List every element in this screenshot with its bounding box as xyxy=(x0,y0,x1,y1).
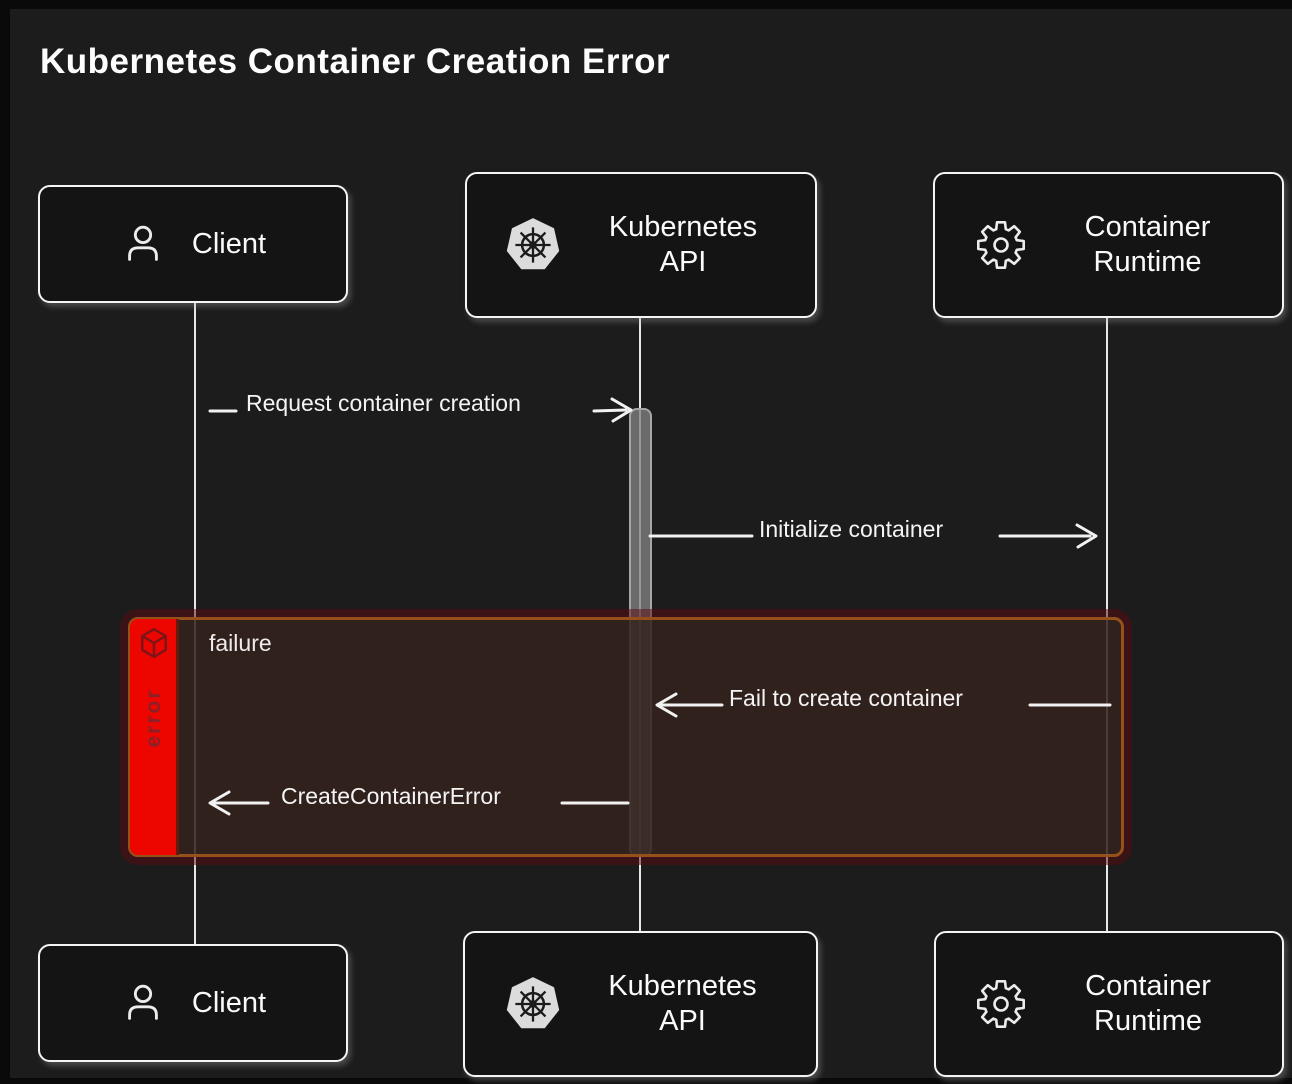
cube-icon xyxy=(141,627,167,659)
message-label-fail-to-create-container: Fail to create container xyxy=(729,685,963,711)
actor-label: Container Runtime xyxy=(1084,211,1211,278)
message-label-request-container-creation: Request container creation xyxy=(246,390,521,416)
kubernetes-icon xyxy=(506,218,560,270)
message-arrow-initialize-container xyxy=(648,523,1098,549)
message-arrow-createcontainererror xyxy=(208,790,630,816)
message-arrow-fail-to-create-container xyxy=(655,692,1112,718)
actor-box-container-runtime-bottom: Container Runtime xyxy=(934,931,1284,1077)
message-arrow-request-container-creation xyxy=(208,397,633,423)
actor-label: Client xyxy=(191,227,267,260)
kubernetes-icon xyxy=(506,977,559,1029)
actor-box-client-top: Client xyxy=(38,185,348,303)
error-region-title: failure xyxy=(209,630,272,656)
actor-box-client-bottom: Client xyxy=(38,944,348,1062)
actor-label: Container Runtime xyxy=(1085,970,1211,1037)
error-region: error failure xyxy=(128,617,1124,857)
person-icon xyxy=(128,225,158,261)
page-title: Kubernetes Container Creation Error xyxy=(40,42,671,81)
gear-icon xyxy=(976,221,1025,269)
actor-label: Client xyxy=(191,986,267,1019)
actor-box-kubernetes-api-bottom: Kubernetes API xyxy=(463,931,818,1077)
gear-icon xyxy=(977,980,1025,1028)
actor-label: Kubernetes API xyxy=(608,211,758,278)
message-label-createcontainererror: CreateContainerError xyxy=(281,783,501,809)
person-icon xyxy=(128,984,158,1020)
message-label-initialize-container: Initialize container xyxy=(759,516,944,542)
error-region-bar: error xyxy=(130,619,179,855)
actor-box-container-runtime-top: Container Runtime xyxy=(933,172,1284,318)
actor-label: Kubernetes API xyxy=(608,970,757,1037)
actor-box-kubernetes-api-top: Kubernetes API xyxy=(465,172,817,318)
